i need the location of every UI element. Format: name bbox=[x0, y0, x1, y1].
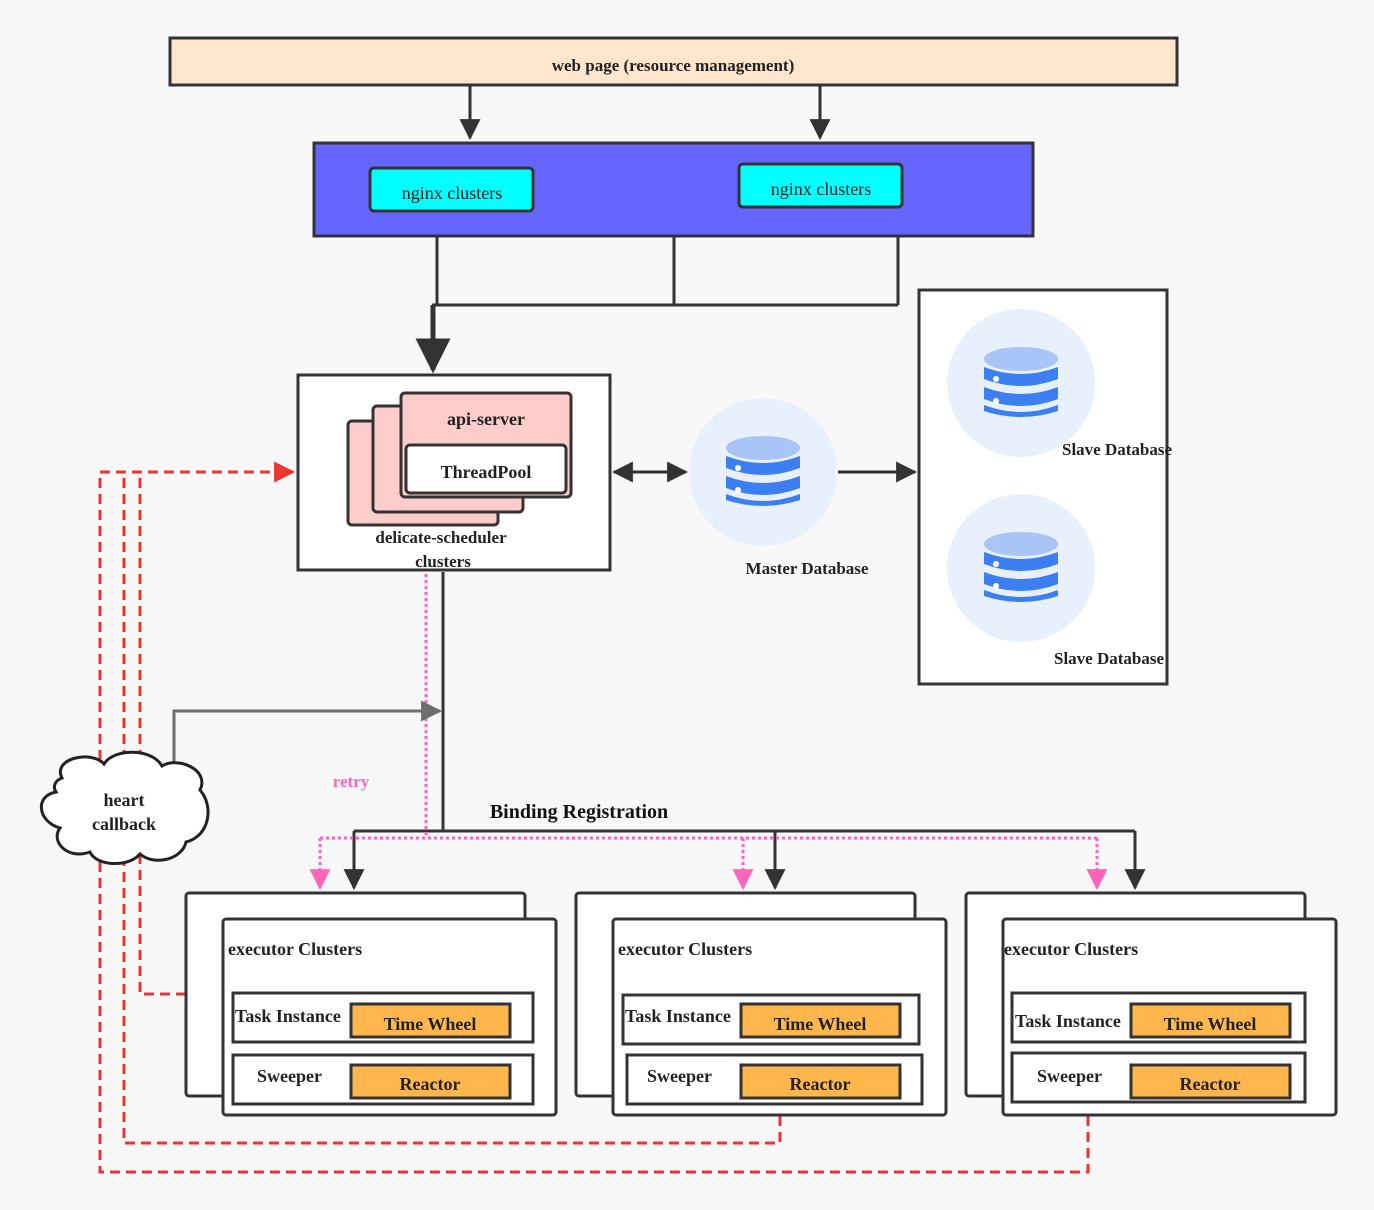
executor-cluster-1: executor Clusters Task Instance Time Whe… bbox=[184, 891, 558, 1117]
slave-db-bottom-label: Slave Database bbox=[1054, 649, 1164, 668]
reactor-box bbox=[739, 1063, 902, 1100]
reactor-label: Reactor bbox=[400, 1074, 461, 1094]
reactor-label: Reactor bbox=[1180, 1074, 1241, 1094]
heartbeat-to-scheduler-arrow bbox=[172, 700, 443, 770]
executor-title: executor Clusters bbox=[228, 939, 362, 959]
time-wheel-box bbox=[1129, 1002, 1292, 1039]
executor-title: executor Clusters bbox=[618, 939, 752, 959]
time-wheel-label: Time Wheel bbox=[384, 1014, 477, 1034]
task-instance-label: Task Instance bbox=[1015, 1011, 1121, 1031]
nginx-cluster-right-label: nginx clusters bbox=[771, 179, 872, 199]
time-wheel-label: Time Wheel bbox=[774, 1014, 867, 1034]
heartbeat-lines bbox=[98, 461, 1090, 1174]
sweeper-label: Sweeper bbox=[257, 1066, 322, 1086]
reactor-label: Reactor bbox=[790, 1074, 851, 1094]
executor-cluster-2: executor Clusters Task Instance Time Whe… bbox=[574, 891, 948, 1117]
task-instance-label: Task Instance bbox=[625, 1006, 731, 1026]
heart-callback-cloud bbox=[39, 750, 210, 866]
thread-pool-box bbox=[404, 443, 568, 495]
master-db-label: Master Database bbox=[746, 559, 869, 578]
api-server-label: api-server bbox=[447, 409, 525, 429]
nginx-cluster-left-label: nginx clusters bbox=[402, 183, 503, 203]
time-wheel-box bbox=[739, 1002, 902, 1039]
reactor-box bbox=[349, 1063, 512, 1100]
heart-callback-line1: heart bbox=[104, 790, 145, 810]
reactor-box bbox=[1129, 1063, 1292, 1100]
binding-registration-lines bbox=[343, 572, 1146, 891]
database-icon bbox=[984, 532, 1058, 602]
sweeper-label: Sweeper bbox=[1037, 1066, 1102, 1086]
nginx-to-scheduler-connector bbox=[415, 236, 900, 374]
database-icon bbox=[726, 436, 800, 506]
heart-callback-line2: callback bbox=[92, 814, 156, 834]
database-icon bbox=[984, 347, 1058, 417]
task-instance-label: Task Instance bbox=[235, 1006, 341, 1026]
scheduler-caption-line1: delicate-scheduler bbox=[375, 528, 507, 547]
scheduler-caption-line2: clusters bbox=[415, 552, 471, 571]
slave-db-top-label: Slave Database bbox=[1062, 440, 1172, 459]
retry-label: retry bbox=[333, 772, 370, 791]
nginx-cluster-right bbox=[737, 162, 904, 209]
executor-cluster-3: executor Clusters Task Instance Time Whe… bbox=[964, 891, 1338, 1117]
thread-pool-label: ThreadPool bbox=[441, 462, 532, 482]
nginx-cluster-left bbox=[368, 166, 535, 213]
time-wheel-box bbox=[349, 1002, 512, 1039]
sweeper-label: Sweeper bbox=[647, 1066, 712, 1086]
binding-registration-label: Binding Registration bbox=[490, 801, 668, 823]
time-wheel-label: Time Wheel bbox=[1164, 1014, 1257, 1034]
executor-title: executor Clusters bbox=[1004, 939, 1138, 959]
web-page-box bbox=[168, 36, 1179, 87]
web-page-label: web page (resource management) bbox=[552, 56, 795, 75]
